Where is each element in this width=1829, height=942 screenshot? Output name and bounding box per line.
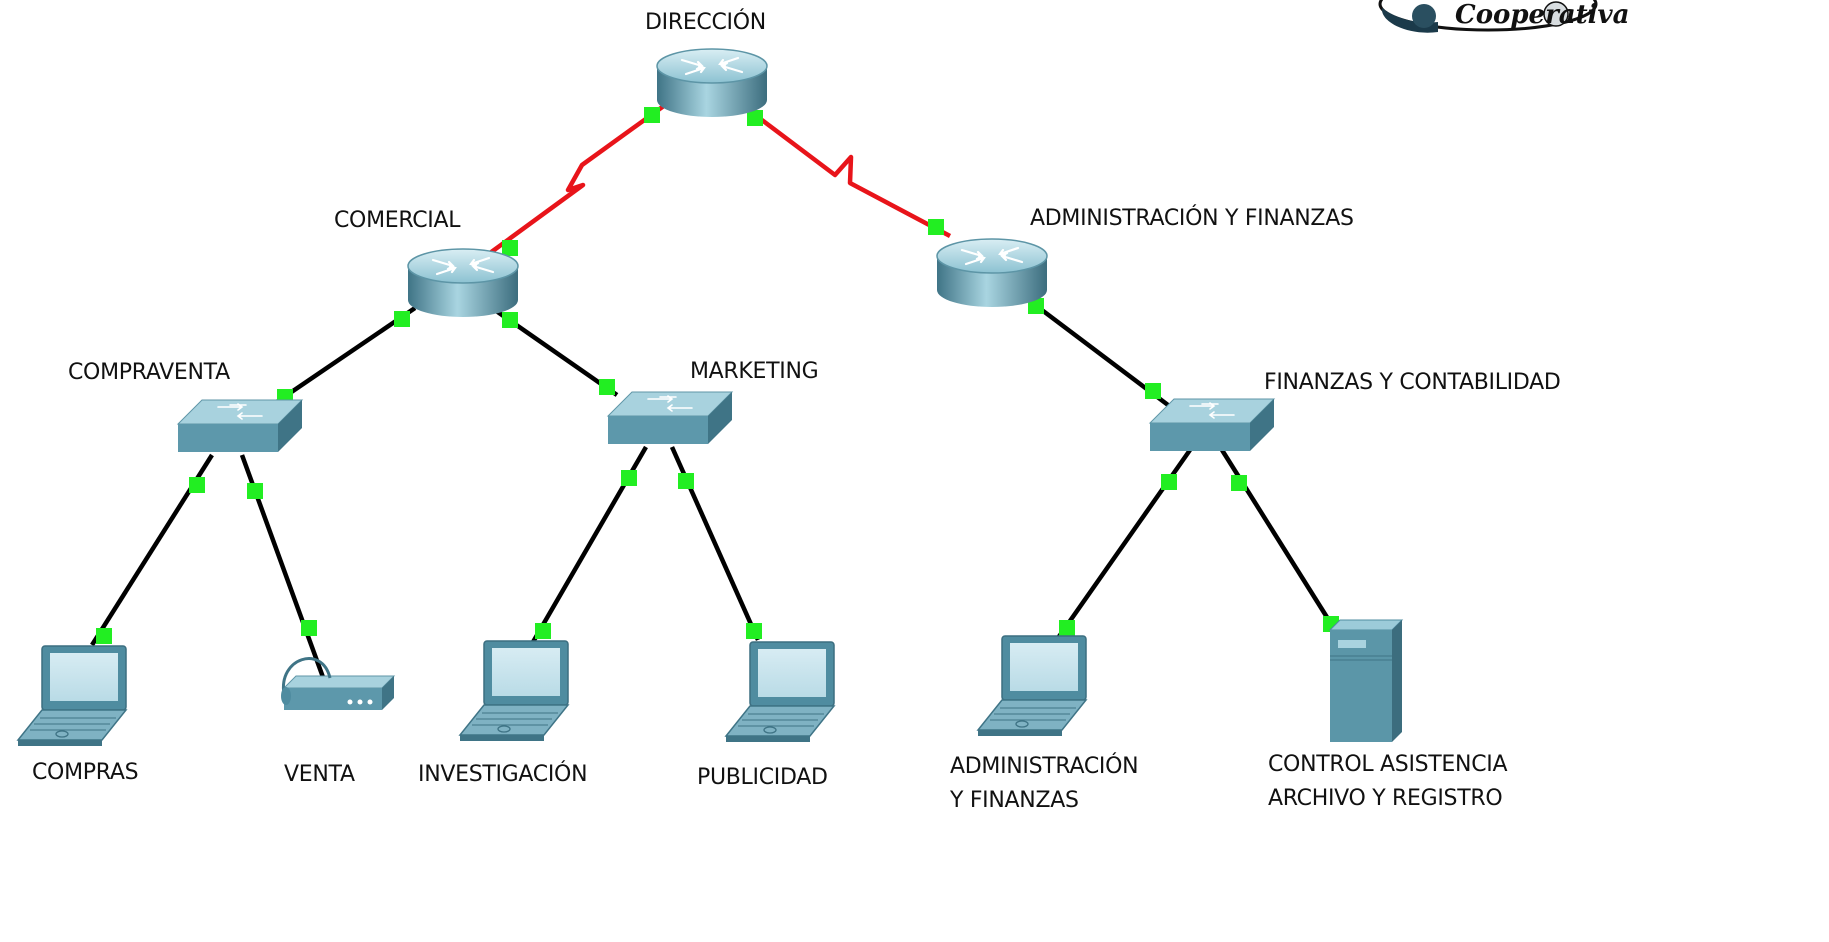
port-indicator-marketing-investigacion-1 [621,470,637,486]
router-direccion-icon[interactable] [655,47,769,119]
label-control: CONTROL ASISTENCIA ARCHIVO Y REGISTRO [1268,752,1508,811]
laptop-publicidad-icon[interactable] [725,641,835,743]
link-direccion-administracion_router[interactable] [740,103,952,238]
port-indicator-direccion-administracion_router-1 [747,110,763,126]
port-indicator-direccion-comercial-2 [502,240,518,256]
port-indicator-compraventa-compras-2 [96,628,112,644]
label-marketing: MARKETING [690,359,819,384]
laptop-investigacion-icon[interactable] [459,640,569,742]
label-direccion: DIRECCIÓN [645,10,766,35]
link-direccion-comercial[interactable] [488,98,674,255]
label-comercial: COMERCIAL [334,208,461,233]
port-indicator-finanzas_contabilidad-administracion_pc-1 [1161,474,1177,490]
switch-finanzas-icon[interactable] [1149,398,1275,452]
switch-compraventa-icon[interactable] [177,399,303,453]
port-indicator-marketing-publicidad-1 [678,473,694,489]
label-compras: COMPRAS [32,760,139,785]
port-indicator-direccion-comercial-1 [644,107,660,123]
laptop-administracion-icon[interactable] [977,635,1087,737]
port-indicator-administracion_router-finanzas_contabilidad-2 [1145,383,1161,399]
port-indicator-comercial-marketing-1 [502,312,518,328]
cooperativa-logo [1378,0,1598,33]
port-indicator-marketing-investigacion-2 [535,623,551,639]
port-indicator-compraventa-venta-1 [247,483,263,499]
port-indicator-marketing-publicidad-2 [746,623,762,639]
port-indicator-administracion_router-finanzas_contabilidad-1 [1028,298,1044,314]
label-publicidad: PUBLICIDAD [697,765,828,790]
port-indicator-comercial-compraventa-1 [394,311,410,327]
port-indicator-compraventa-venta-2 [301,620,317,636]
port-indicator-compraventa-compras-1 [189,477,205,493]
label-finanzas-contabilidad: FINANZAS Y CONTABILIDAD [1264,370,1561,395]
router-comercial-icon[interactable] [406,247,520,319]
voip-device-venta-icon[interactable] [279,657,396,712]
router-administracion-icon[interactable] [935,237,1049,309]
port-indicator-direccion-administracion_router-2 [928,219,944,235]
logo-text: Cooperativa [1455,0,1630,30]
switch-marketing-icon[interactable] [607,391,733,445]
label-investigacion: INVESTIGACIÓN [418,762,588,787]
port-indicator-comercial-marketing-2 [599,379,615,395]
label-compraventa: COMPRAVENTA [68,360,230,385]
port-indicator-finanzas_contabilidad-control-1 [1231,475,1247,491]
label-administracion-pc: ADMINISTRACIÓN Y FINANZAS [950,754,1139,813]
laptop-compras-icon[interactable] [17,645,127,747]
label-venta: VENTA [284,762,355,787]
label-administracion-router: ADMINISTRACIÓN Y FINANZAS [1030,206,1354,231]
port-indicator-finanzas_contabilidad-administracion_pc-2 [1059,620,1075,636]
server-control-icon[interactable] [1329,619,1403,743]
